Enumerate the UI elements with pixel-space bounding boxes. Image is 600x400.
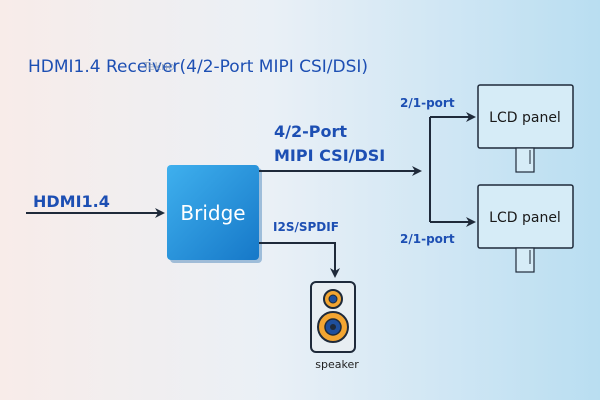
lcd-top-label: LCD panel	[489, 110, 561, 126]
lcd-panel-top: LCD panel	[477, 84, 574, 173]
mipi-label-line2: MIPI CSI/DSI	[274, 146, 385, 165]
lcd-bottom-label: LCD panel	[489, 210, 561, 226]
bridge-block	[167, 165, 259, 260]
bridge-label: Bridge	[180, 201, 245, 225]
diagram-title: HDMI1.4 Receiver(4/2-Port MIPI CSI/DSI)	[28, 57, 368, 77]
faint-watermark-text: Tekno	[142, 60, 175, 73]
hdmi-input-label: HDMI1.4	[33, 192, 110, 211]
audio-output-arrow	[259, 242, 340, 278]
audio-label: I2S/SPDIF	[273, 220, 339, 234]
port-label-top: 2/1-port	[400, 96, 455, 110]
speaker-icon	[310, 281, 356, 353]
mipi-label-line1: 4/2-Port	[274, 122, 347, 141]
speaker-label: speaker	[315, 358, 359, 371]
lcd-panel-bottom: LCD panel	[477, 184, 574, 273]
port-label-bottom: 2/1-port	[400, 232, 455, 246]
